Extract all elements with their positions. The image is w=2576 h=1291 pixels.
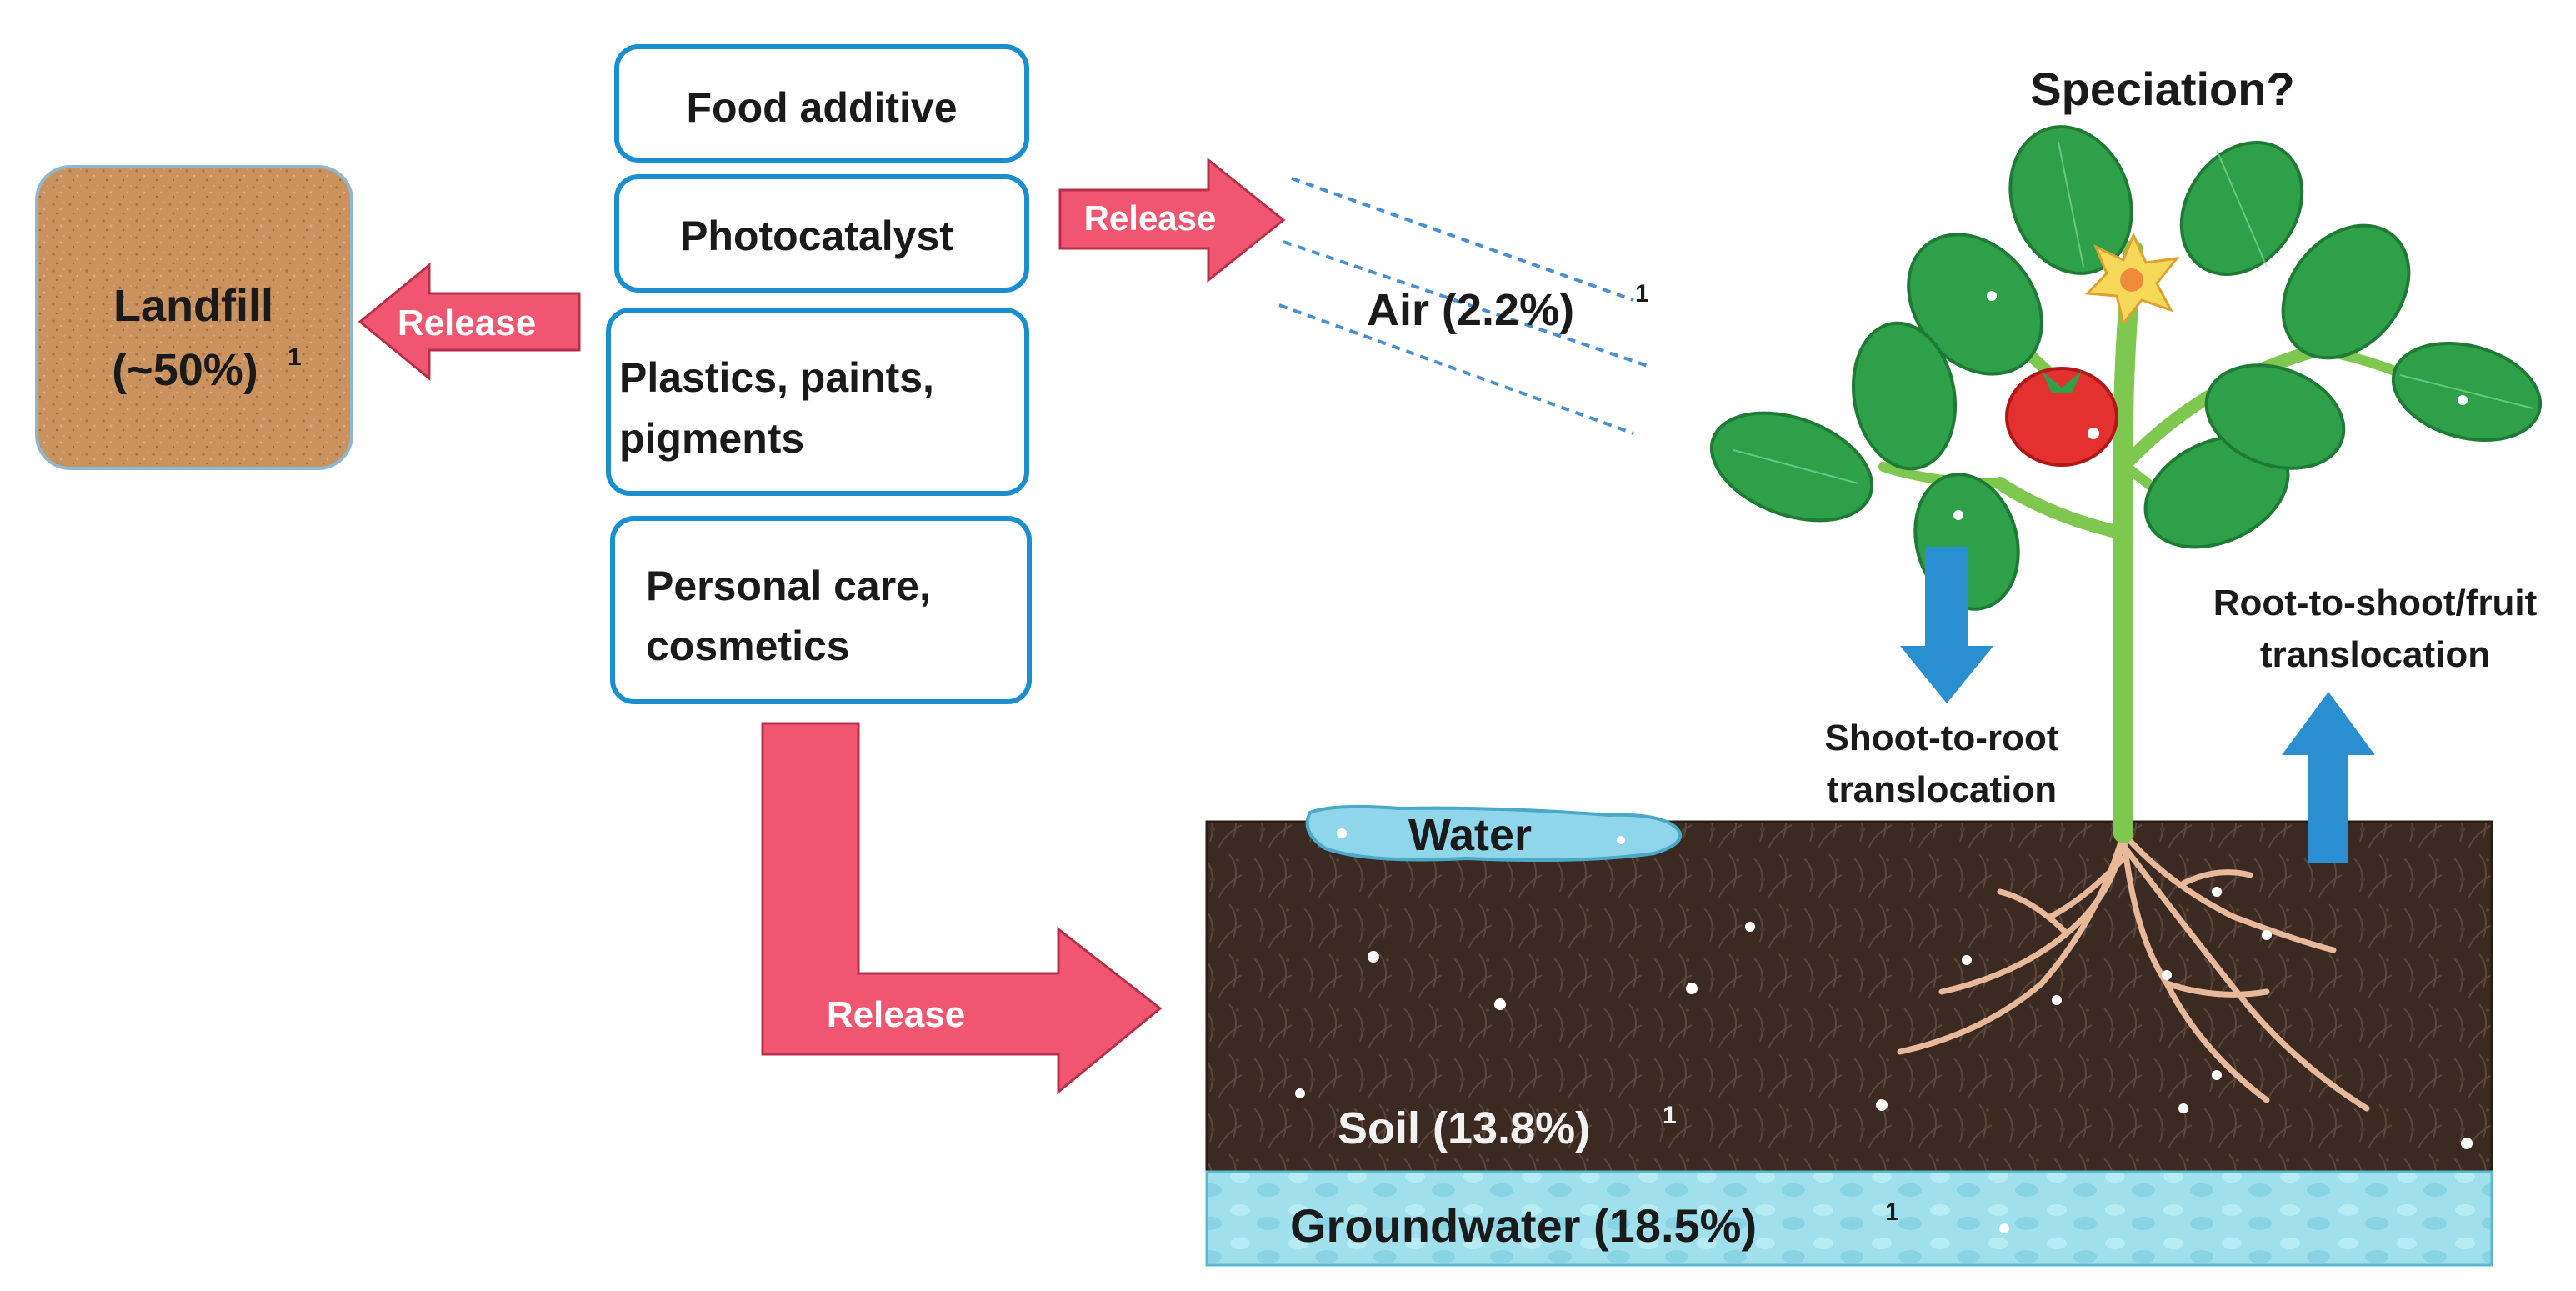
air-label: Air (2.2%) 1 bbox=[1367, 280, 1649, 335]
groundwater-text: Groundwater (18.5%) bbox=[1290, 1199, 1757, 1252]
shoot-to-root-arrow bbox=[1900, 547, 1993, 703]
air-footnote: 1 bbox=[1635, 280, 1649, 308]
plant-roots bbox=[1897, 830, 2370, 1112]
source-box-food-additive: Food additive bbox=[614, 44, 1029, 163]
speciation-label: Speciation? bbox=[2030, 63, 2294, 115]
soil-label: Soil (13.8%) 1 bbox=[1338, 1102, 1677, 1153]
source-label-line2: cosmetics bbox=[646, 623, 850, 669]
release-arrow-landfill: Release bbox=[358, 262, 581, 382]
label-line2: translocation bbox=[1827, 769, 2057, 810]
landfill-percent: (~50%) bbox=[112, 345, 258, 395]
label-line1: Shoot-to-root bbox=[1825, 718, 2059, 758]
release-label: Release bbox=[1084, 198, 1217, 238]
groundwater-layer: Groundwater (18.5%) 1 bbox=[1205, 1170, 2493, 1267]
soil-footnote: 1 bbox=[1663, 1102, 1677, 1129]
root-to-shoot-arrow bbox=[2282, 692, 2375, 863]
release-arrow-air: Release bbox=[1058, 157, 1286, 283]
source-box-plastics: Plastics, paints, pigments bbox=[606, 308, 1029, 496]
root-to-shoot-label: Root-to-shoot/fruit translocation bbox=[2213, 583, 2538, 675]
water-puddle: Water bbox=[1305, 804, 1682, 862]
soil-block bbox=[1205, 820, 2493, 1173]
shoot-to-root-label: Shoot-to-root translocation bbox=[1825, 718, 2059, 810]
label-line1: Root-to-shoot/fruit bbox=[2213, 583, 2538, 623]
release-arrow-soil: Release bbox=[761, 722, 1163, 1095]
source-box-personal-care: Personal care, cosmetics bbox=[610, 516, 1032, 704]
source-box-photocatalyst: Photocatalyst bbox=[614, 174, 1029, 293]
groundwater-footnote: 1 bbox=[1885, 1198, 1899, 1226]
source-label: Food additive bbox=[687, 84, 958, 131]
release-label: Release bbox=[827, 994, 965, 1035]
landfill-box: Landfill (~50%) 1 bbox=[35, 165, 353, 470]
flower bbox=[2084, 232, 2180, 327]
soil-text: Soil (13.8%) bbox=[1338, 1103, 1590, 1153]
nanoparticles bbox=[1295, 887, 2473, 1149]
release-label: Release bbox=[398, 303, 536, 343]
water-label: Water bbox=[1408, 810, 1532, 860]
landfill-label: Landfill bbox=[113, 281, 273, 331]
source-label-line1: Personal care, bbox=[646, 563, 931, 609]
source-label-line1: Plastics, paints, bbox=[619, 354, 934, 401]
air-text: Air (2.2%) bbox=[1367, 285, 1574, 335]
source-label: Photocatalyst bbox=[680, 213, 953, 259]
label-line2: translocation bbox=[2260, 634, 2490, 675]
tomato-fruit bbox=[2005, 367, 2118, 467]
tomato-plant bbox=[1709, 125, 2543, 843]
landfill-footnote: 1 bbox=[288, 343, 302, 371]
air-dashed-lines bbox=[1278, 177, 1651, 435]
source-label-line2: pigments bbox=[619, 415, 804, 462]
